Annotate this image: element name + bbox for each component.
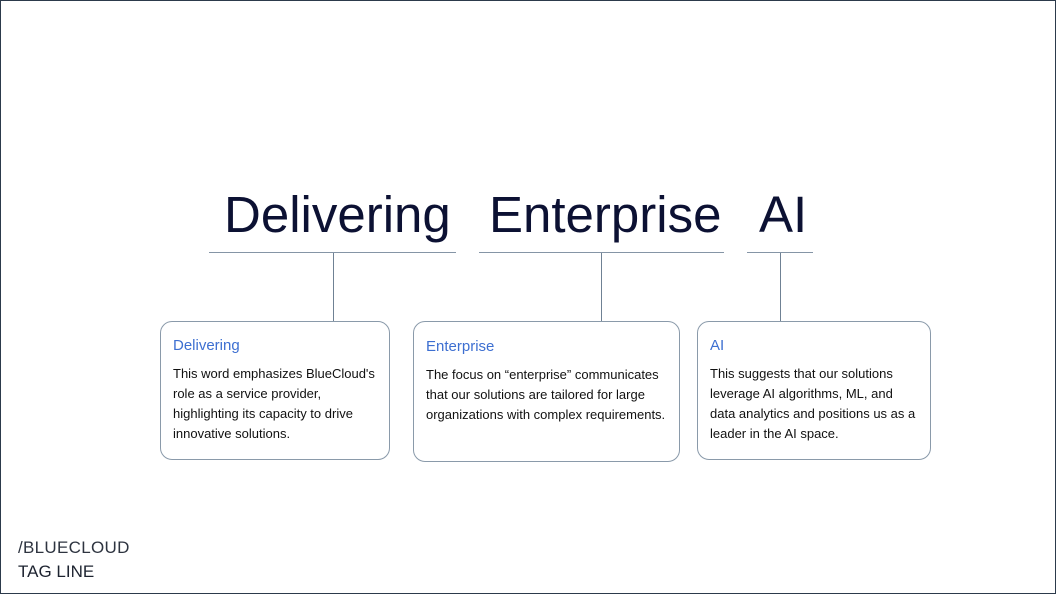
headline-word-ai: AI xyxy=(759,186,808,243)
headline-word-delivering: Delivering xyxy=(224,186,451,243)
card-delivering: Delivering This word emphasizes BlueClou… xyxy=(160,321,390,460)
card-title: AI xyxy=(710,337,725,354)
card-title: Enterprise xyxy=(426,338,495,355)
underline-enterprise xyxy=(479,252,724,253)
card-ai: AI This suggests that our solutions leve… xyxy=(697,321,931,460)
tagline: TAG LINE xyxy=(18,562,95,581)
brand-logo-text: /BLUECLOUD xyxy=(18,538,130,557)
card-body: This word emphasizes BlueCloud's role as… xyxy=(173,366,375,441)
card-body: The focus on “enterprise” communicates t… xyxy=(426,367,666,422)
connector-delivering xyxy=(333,253,334,322)
card-title: Delivering xyxy=(173,337,240,354)
underline-ai xyxy=(747,252,813,253)
connector-ai xyxy=(780,253,781,322)
connector-enterprise xyxy=(601,253,602,322)
underline-delivering xyxy=(209,252,456,253)
card-enterprise: Enterprise The focus on “enterprise” com… xyxy=(413,321,680,462)
headline-word-enterprise: Enterprise xyxy=(489,186,722,243)
card-body: This suggests that our solutions leverag… xyxy=(710,366,916,441)
